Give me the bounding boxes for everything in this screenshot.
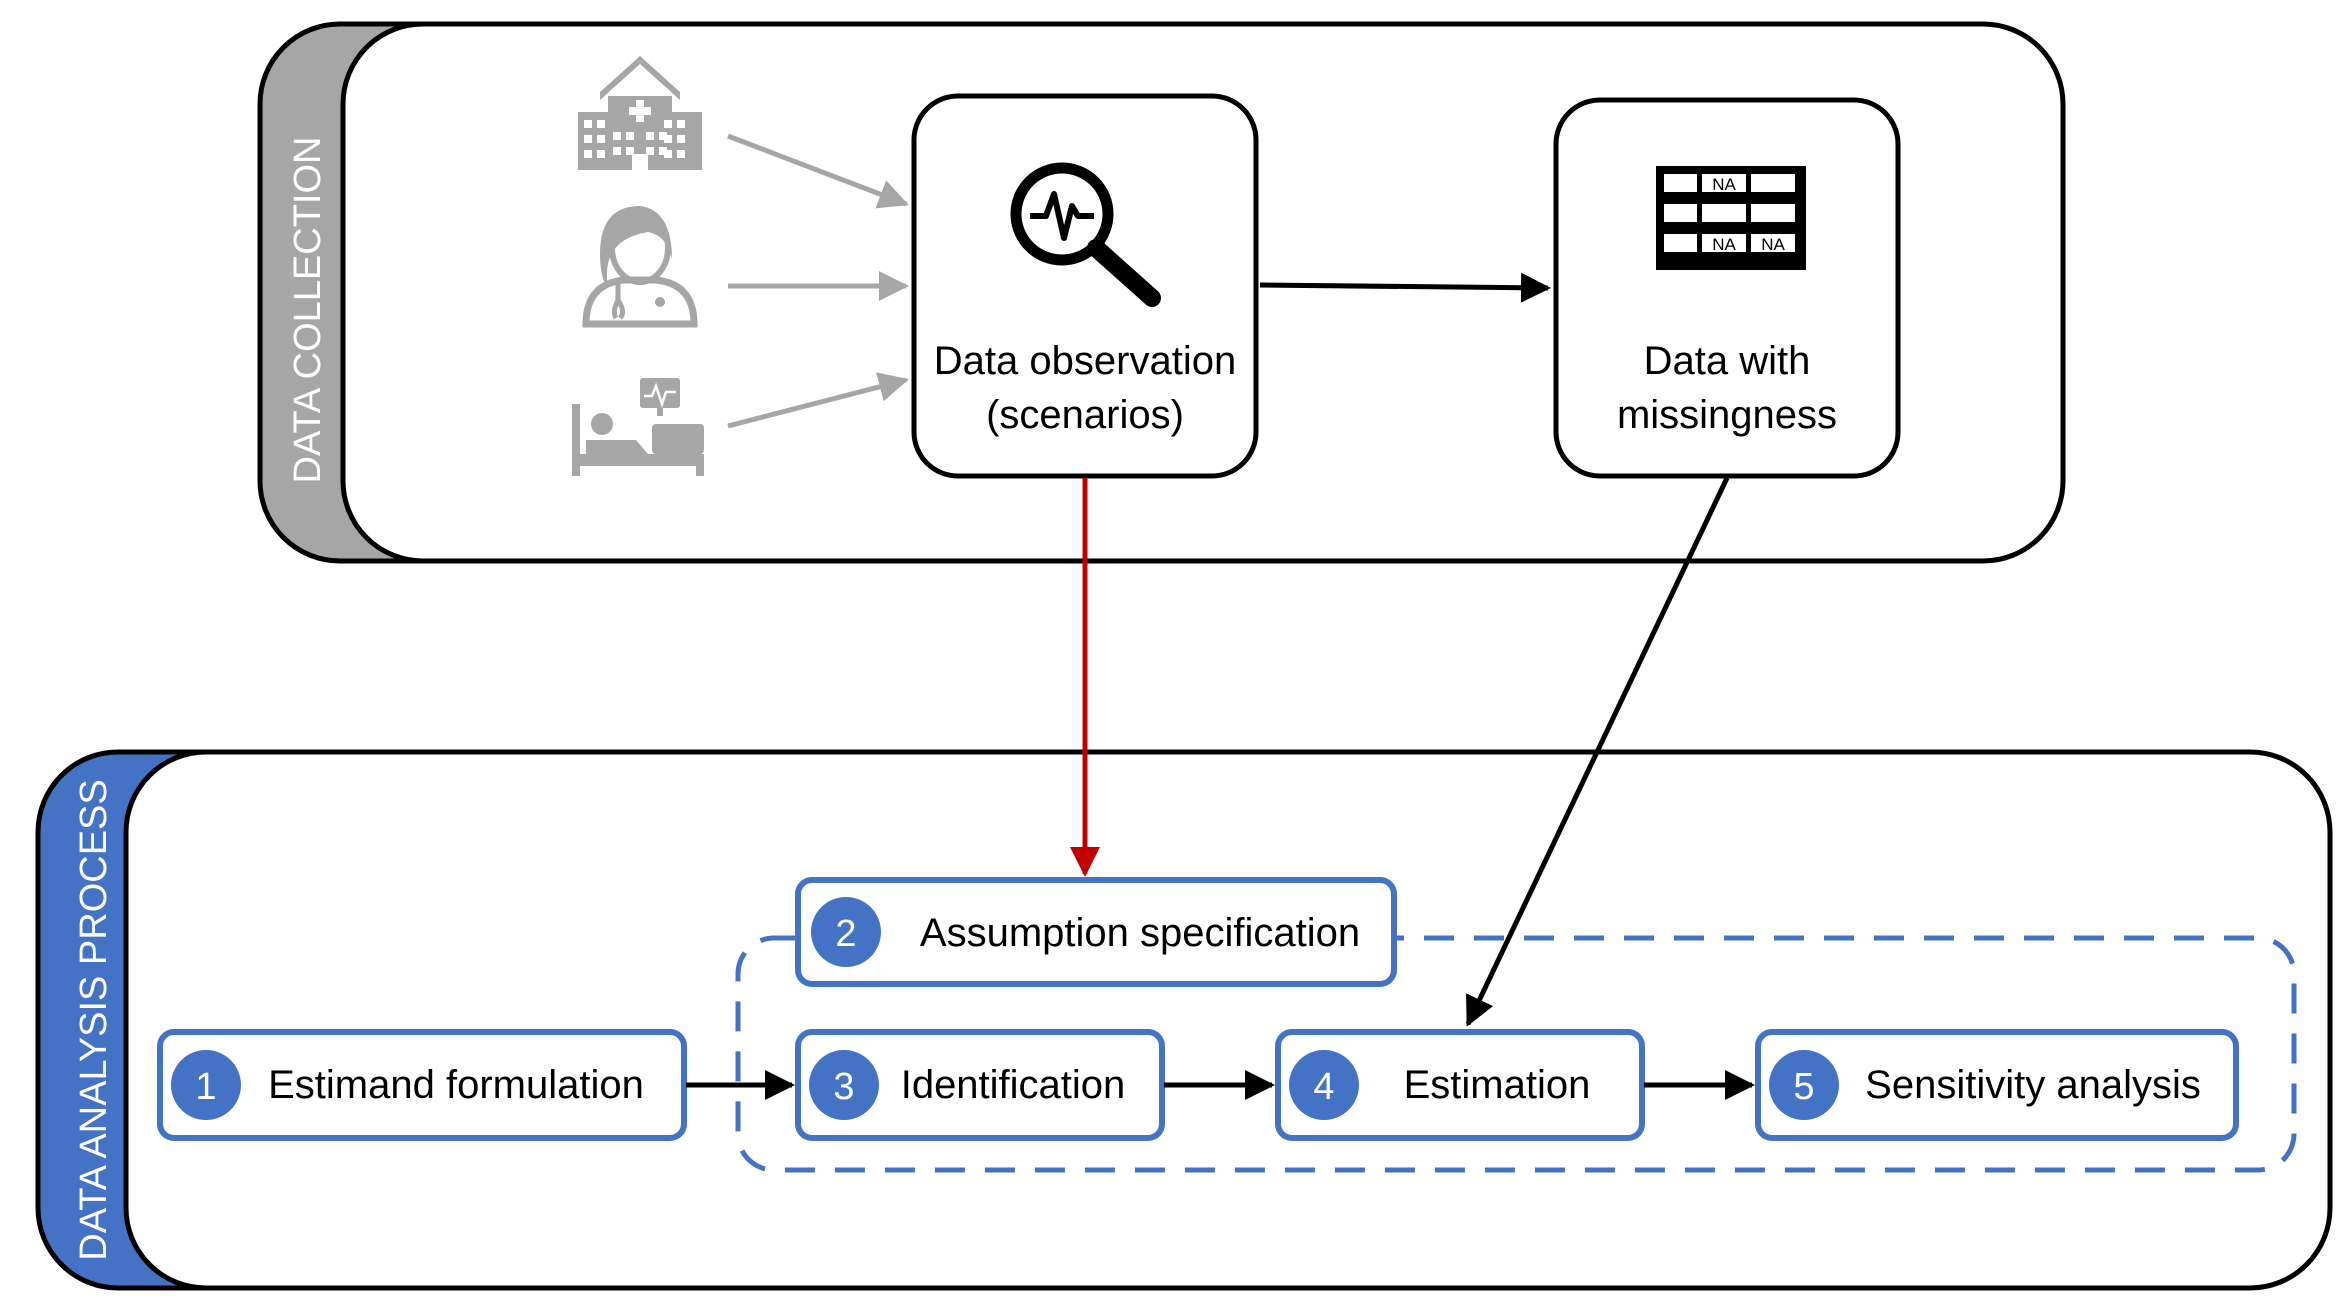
- missingness-title-line1: Data with: [1644, 339, 1811, 383]
- patient-bed-monitor-icon: [572, 378, 704, 476]
- step-number-badge: [1769, 1050, 1839, 1120]
- arrow-missingness-to-estimation: [1465, 476, 1730, 1027]
- observation-title-line1: Data observation: [934, 339, 1236, 383]
- step-1-number: 1: [195, 1066, 216, 1108]
- step-2-assumption-specification: 2 Assumption specification: [795, 877, 1397, 987]
- step-3-label: Identification: [901, 1063, 1126, 1107]
- magnifier-waveform-icon: [1010, 162, 1161, 307]
- arrow-patient-to-observation: [727, 372, 909, 429]
- step-5-label: Sensitivity analysis: [1865, 1063, 2201, 1107]
- step-2-number: 2: [835, 913, 856, 955]
- step-4-estimation: 4 Estimation: [1275, 1029, 1645, 1141]
- step-1-estimand-formulation: 1 Estimand formulation: [157, 1029, 687, 1141]
- data-missingness-node: NA NA NA Data with missingness: [1553, 97, 1901, 479]
- step-5-number: 5: [1793, 1066, 1814, 1108]
- data-collection-label: DATA COLLECTION: [287, 137, 329, 484]
- data-observation-node: Data observation (scenarios): [911, 93, 1259, 479]
- table-na-icon: NA NA NA: [1656, 166, 1806, 270]
- data-analysis-label: DATA ANALYSIS PROCESS: [73, 779, 115, 1261]
- step-number-badge: [809, 1050, 879, 1120]
- step-number-badge: [1289, 1050, 1359, 1120]
- doctor-icon: [582, 206, 698, 328]
- step-1-label: Estimand formulation: [268, 1063, 644, 1107]
- step-3-identification: 3 Identification: [795, 1029, 1165, 1141]
- na-cell-1: NA: [1712, 175, 1736, 194]
- arrow-observation-to-missingness: [1259, 272, 1551, 303]
- missingness-title-line2: missingness: [1617, 393, 1837, 437]
- step-4-label: Estimation: [1404, 1063, 1591, 1107]
- step-5-sensitivity-analysis: 5 Sensitivity analysis: [1755, 1029, 2239, 1141]
- observation-title-line2: (scenarios): [986, 393, 1184, 437]
- step-4-number: 4: [1313, 1066, 1334, 1108]
- step-number-badge: [171, 1050, 241, 1120]
- na-cell-2: NA: [1712, 235, 1736, 254]
- assumption-scope-dashed-box: [735, 935, 2297, 1173]
- arrow-hospital-to-observation: [727, 133, 909, 209]
- na-cell-3: NA: [1761, 235, 1785, 254]
- step-number-badge: [811, 897, 881, 967]
- data-analysis-panel: DATA ANALYSIS PROCESS: [35, 749, 2333, 1291]
- step-3-number: 3: [833, 1066, 854, 1108]
- hospital-icon: [578, 56, 702, 170]
- step-2-label: Assumption specification: [920, 911, 1360, 955]
